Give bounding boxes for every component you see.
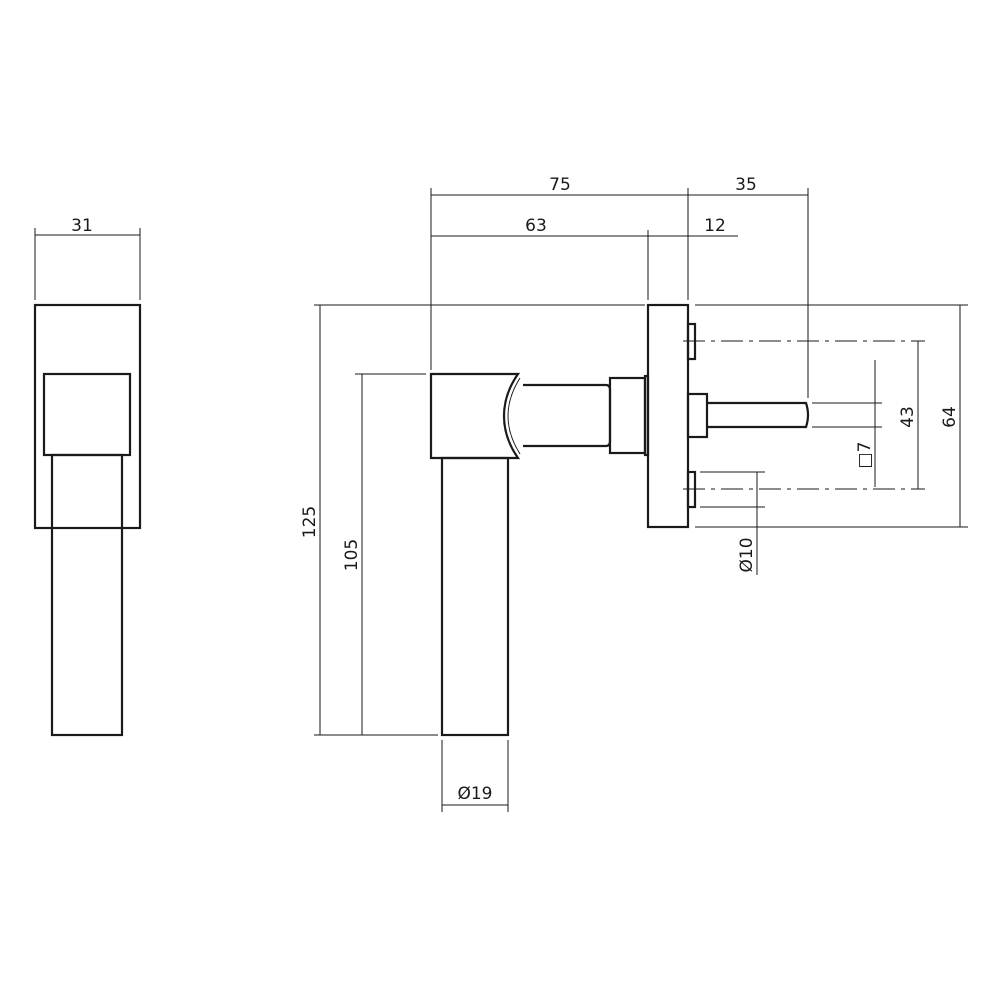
dimension-square-7: □7 [812,360,882,487]
dim-label-diameter-19: Ø19 [457,784,492,804]
dim-label-105: 105 [342,539,362,571]
neck [523,383,612,448]
rose-plate [646,303,690,529]
collar [608,376,647,455]
dimension-diameter-19: Ø19 [441,740,509,812]
dimension-64: 64 [695,304,968,528]
dim-label-square-7: □7 [855,442,875,469]
dim-label-35: 35 [735,175,757,195]
dimension-diameter-10: Ø10 [700,471,765,575]
dimension-75-35: 75 35 [430,175,809,398]
side-knuckle [42,372,132,457]
dim-label-75: 75 [549,175,571,195]
dimension-side-width: 31 [34,216,141,300]
dimension-125: 125 [300,304,645,736]
side-handle-bar [50,453,124,737]
dimension-43: 43 [898,341,919,489]
dim-label-43: 43 [898,406,918,428]
dim-label-diameter-10: Ø10 [737,537,757,572]
knuckle-block [429,372,521,460]
handle-bar [440,456,510,737]
dim-label-63: 63 [525,216,547,236]
dimension-63-12: 63 12 [431,216,738,300]
dim-label-12: 12 [704,216,726,236]
spindle-base [686,392,709,439]
front-view [429,303,925,737]
spindle [707,401,810,429]
dimension-105: 105 [342,373,426,735]
dim-label-64: 64 [940,406,960,428]
side-rose-outline [33,303,142,530]
side-view: 31 [33,216,142,737]
dim-label-125: 125 [300,506,320,538]
dim-label-31: 31 [71,216,93,236]
